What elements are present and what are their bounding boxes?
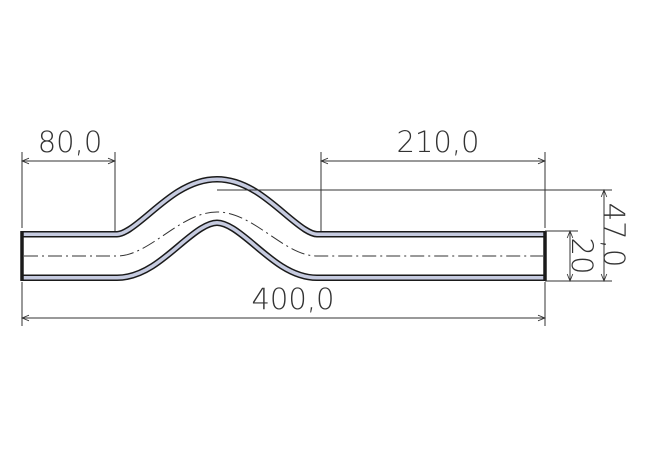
dimension-pipe-diameter-label: 20	[565, 238, 599, 275]
pipe-bore	[22, 182, 545, 275]
dimension-overall-height	[217, 190, 612, 281]
dimension-straight-end	[321, 152, 545, 231]
dimension-offset-start	[22, 152, 115, 231]
dimension-total-length-label: 400,0	[251, 282, 334, 316]
dimension-straight-end-label: 210,0	[396, 125, 479, 159]
dimension-offset-start-label: 80,0	[38, 125, 103, 159]
centerline	[24, 211, 543, 257]
pipe-body	[20, 176, 547, 281]
dimension-total-length	[22, 282, 545, 326]
dimension-pipe-diameter	[545, 231, 578, 281]
dimension-overall-height-label: 47,0	[597, 203, 631, 268]
